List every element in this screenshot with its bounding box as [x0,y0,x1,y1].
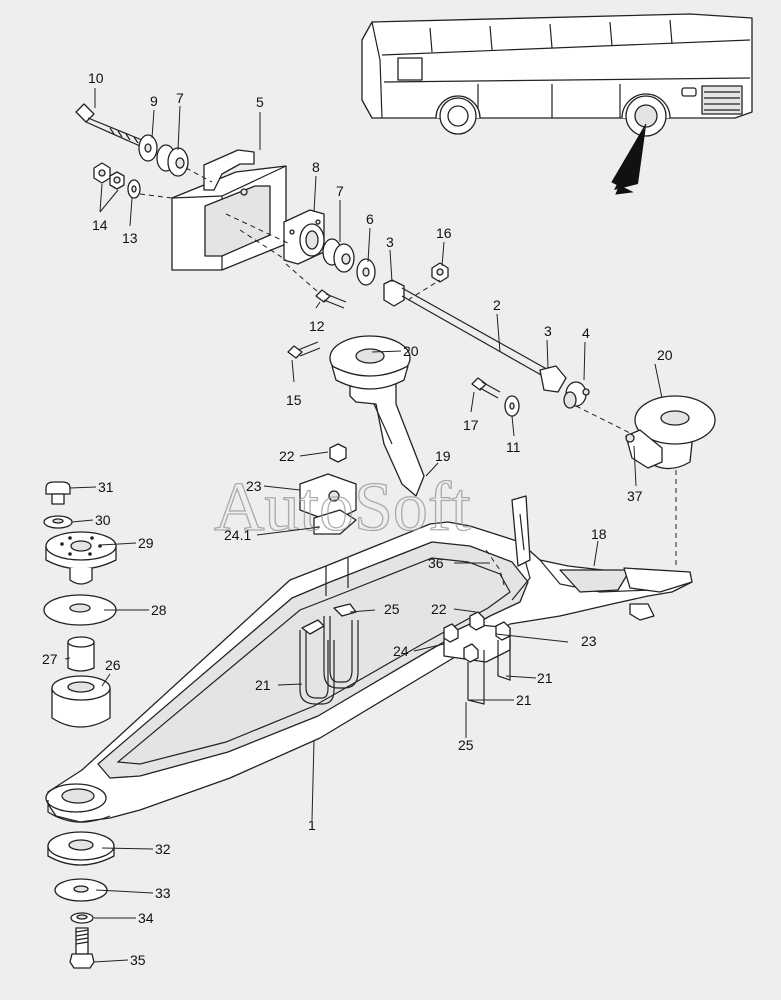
callout-21: 21 [537,670,553,686]
callout-11: 11 [506,439,521,455]
callout-24: 24 [393,643,409,659]
bolt-12 [315,289,347,309]
callout-36: 36 [428,555,444,571]
clamp-plate-23-lower [443,611,511,705]
callout-28: 28 [151,602,167,618]
callout-7: 7 [336,183,344,199]
nuts-14 [93,162,125,190]
callout-4: 4 [582,325,590,341]
flange-8 [283,209,325,265]
callouts: 10 9 7 5 8 7 6 3 16 2 3 4 14 13 12 20 20… [42,70,673,968]
callout-31: 31 [98,479,114,495]
watermark: AutoSoft [214,469,471,546]
callout-15: 15 [286,392,302,408]
rubber-bushing-7-lower [322,238,355,273]
callout-16: 16 [436,225,452,241]
spring-washer-34 [70,912,94,924]
callout-12: 12 [309,318,325,334]
callout-22: 22 [431,601,447,617]
callout-27: 27 [42,651,58,667]
callout-18: 18 [591,526,607,542]
bolt-10 [75,103,143,147]
callout-25: 25 [384,601,400,617]
callout-5: 5 [256,94,264,110]
clamp-plate-23-upper [299,443,357,535]
u-bolts-21-left [299,603,359,705]
callout-26: 26 [105,657,121,673]
washer-32 [47,831,115,866]
callout-22: 22 [279,448,295,464]
callout-37: 37 [627,488,643,504]
air-spring-mount-20-right [625,395,716,470]
callout-2: 2 [493,297,501,313]
callout-34: 34 [138,910,154,926]
bolt-31 [45,481,71,505]
bolt-17 [471,377,501,399]
callout-29: 29 [138,535,154,551]
bolt-35 [69,927,95,969]
callout-1: 1 [308,817,316,833]
nut-16 [431,262,449,283]
callout-20: 20 [403,343,419,359]
callout-14: 14 [92,217,108,233]
callout-35: 35 [130,952,146,968]
callout-30: 30 [95,512,111,528]
washer-6 [356,258,376,286]
callout-9: 9 [150,93,158,109]
washer-33 [54,878,108,902]
callout-25: 25 [458,737,474,753]
callout-19: 19 [435,448,451,464]
callout-8: 8 [312,159,320,175]
callout-3: 3 [386,234,394,250]
callout-24-1: 24.1 [224,527,251,543]
callout-33: 33 [155,885,171,901]
bracket-5 [171,149,287,271]
leader-lines [64,88,663,963]
bracket-36 [485,495,531,586]
air-spring-mount-20-left [329,335,425,497]
callout-21: 21 [516,692,532,708]
callout-23: 23 [581,633,597,649]
assembly-lines [139,167,677,568]
bolt-15 [287,341,321,359]
plate-29 [45,531,117,585]
callout-32: 32 [155,841,171,857]
bus-illustration [361,13,753,195]
callout-3: 3 [544,323,552,339]
callout-6: 6 [366,211,374,227]
callout-7: 7 [176,90,184,106]
callout-17: 17 [463,417,479,433]
washer-30 [43,515,73,529]
washer-9 [138,134,158,162]
rod-2 [383,279,590,409]
callout-21: 21 [255,677,271,693]
bushing-26 [51,675,111,728]
callout-23: 23 [246,478,262,494]
sleeve-27 [67,636,95,672]
callout-10: 10 [88,70,104,86]
washer-13 [127,179,141,199]
callout-20: 20 [657,347,673,363]
subframe-1 [45,521,693,823]
callout-13: 13 [122,230,138,246]
washer-11 [504,395,520,417]
rubber-bushing-7-upper [156,144,189,177]
